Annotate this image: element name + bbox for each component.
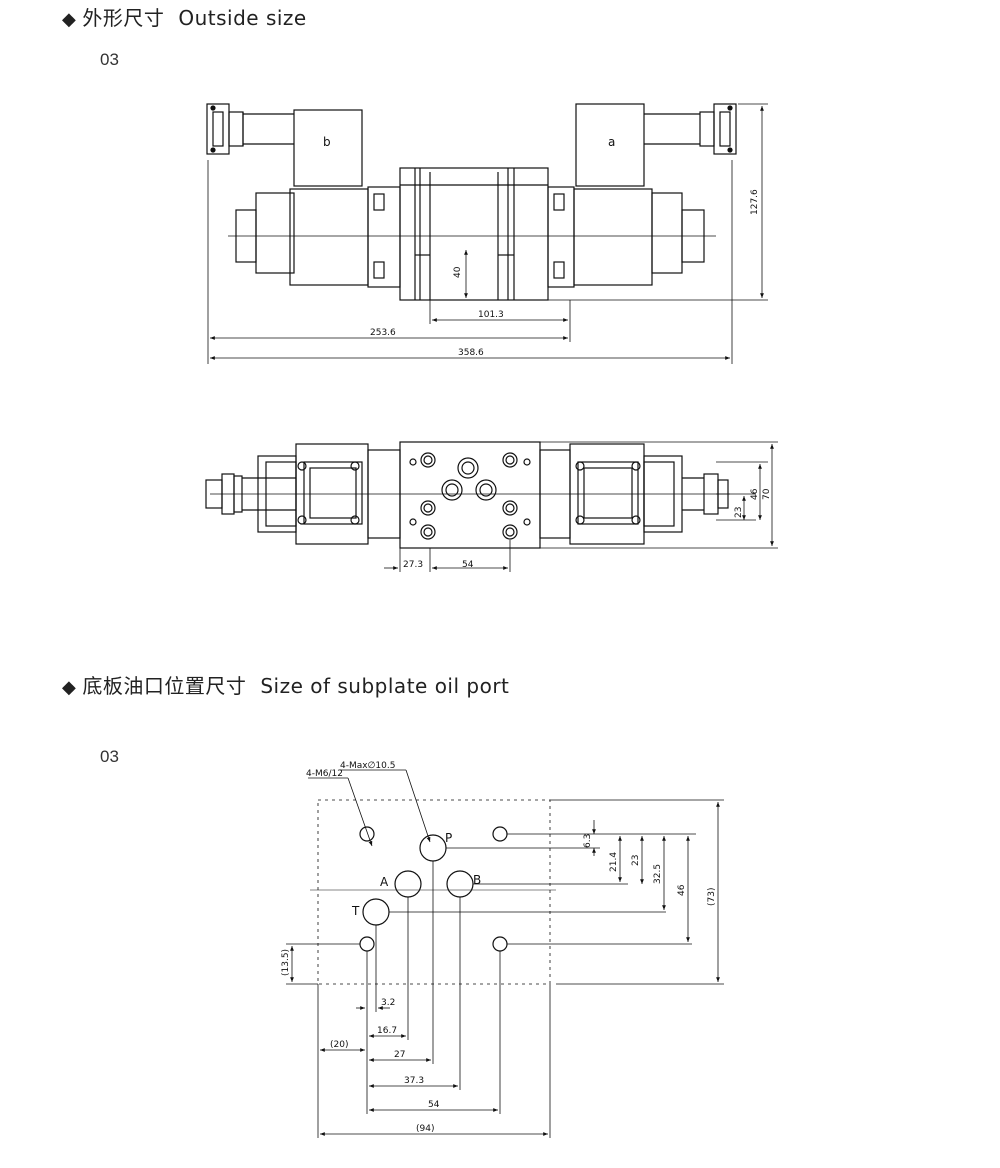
title-cn: 底板油口位置尺寸 [82,674,247,698]
dim-37-3: 37.3 [404,1076,424,1086]
solenoid-b [293,109,363,187]
valve-body [399,167,549,301]
dim-94: (94) [416,1124,434,1134]
dim-32-5: 32.5 [653,864,663,884]
subplate-vertical-dimensions [286,799,724,985]
front-view-dimensions [207,103,768,364]
title-en: Outside size [178,6,307,30]
subplate-horizontal-dimensions [317,861,551,1138]
right-plug-icon [713,103,737,155]
solenoid-b-label: b [323,135,331,149]
mount-hole-icon [492,936,508,952]
dim-6-3: 6.3 [583,834,593,848]
front-view [206,103,737,301]
dim-27-sub: 27 [394,1050,405,1060]
subplate-outline [317,799,551,985]
dim-54-sub: 54 [428,1100,440,1110]
diamond-icon: ◆ [62,677,77,698]
dim-21-4: 21.4 [609,852,619,872]
dim-13-5: (13.5) [281,949,291,976]
dim-253: 253.6 [370,328,396,338]
model-number: 03 [100,747,119,766]
port-b-icon [446,870,474,898]
dim-16-7: 16.7 [377,1026,397,1036]
subplate-callouts [308,769,431,847]
dim-46-sub: 46 [677,884,687,896]
port-p-icon [419,834,447,862]
section-title-outside-size: ◆外形尺寸 Outside size [62,2,307,31]
port-a-label: A [380,875,389,889]
solenoid-a-label: a [608,135,615,149]
dim-27-3: 27.3 [403,560,423,570]
port-t-icon [362,898,390,926]
mount-hole-icon [359,826,375,842]
dim-358: 358.6 [458,348,484,358]
dim-46: 46 [750,488,760,500]
title-cn: 外形尺寸 [82,6,165,30]
top-view [205,441,730,549]
dim-23-sub: 23 [631,855,641,866]
port-a-icon [394,870,422,898]
title-en: Size of subplate oil port [260,674,510,698]
dim-20: (20) [330,1040,348,1050]
dim-73: (73) [707,888,717,906]
port-p-label: P [445,831,452,845]
section-title-subplate: ◆底板油口位置尺寸 Size of subplate oil port [62,670,509,699]
dim-40: 40 [453,266,463,278]
dim-127: 127.6 [750,189,760,215]
dim-54: 54 [462,560,474,570]
top-view-dimensions [384,441,778,572]
mount-hole-icon [492,826,508,842]
mount-hole-icon [359,936,375,952]
callout-screw: 4-M6/12 [306,769,343,779]
model-number: 03 [100,50,119,69]
port-t-label: T [351,904,360,918]
solenoid-a [575,103,645,187]
dim-3-2: 3.2 [381,998,395,1008]
callout-port: 4-Max∅10.5 [340,761,395,771]
dim-101: 101.3 [478,310,504,320]
dim-23: 23 [734,507,744,518]
port-b-label: B [473,873,481,887]
dim-70: 70 [762,488,772,500]
diamond-icon: ◆ [62,9,77,30]
